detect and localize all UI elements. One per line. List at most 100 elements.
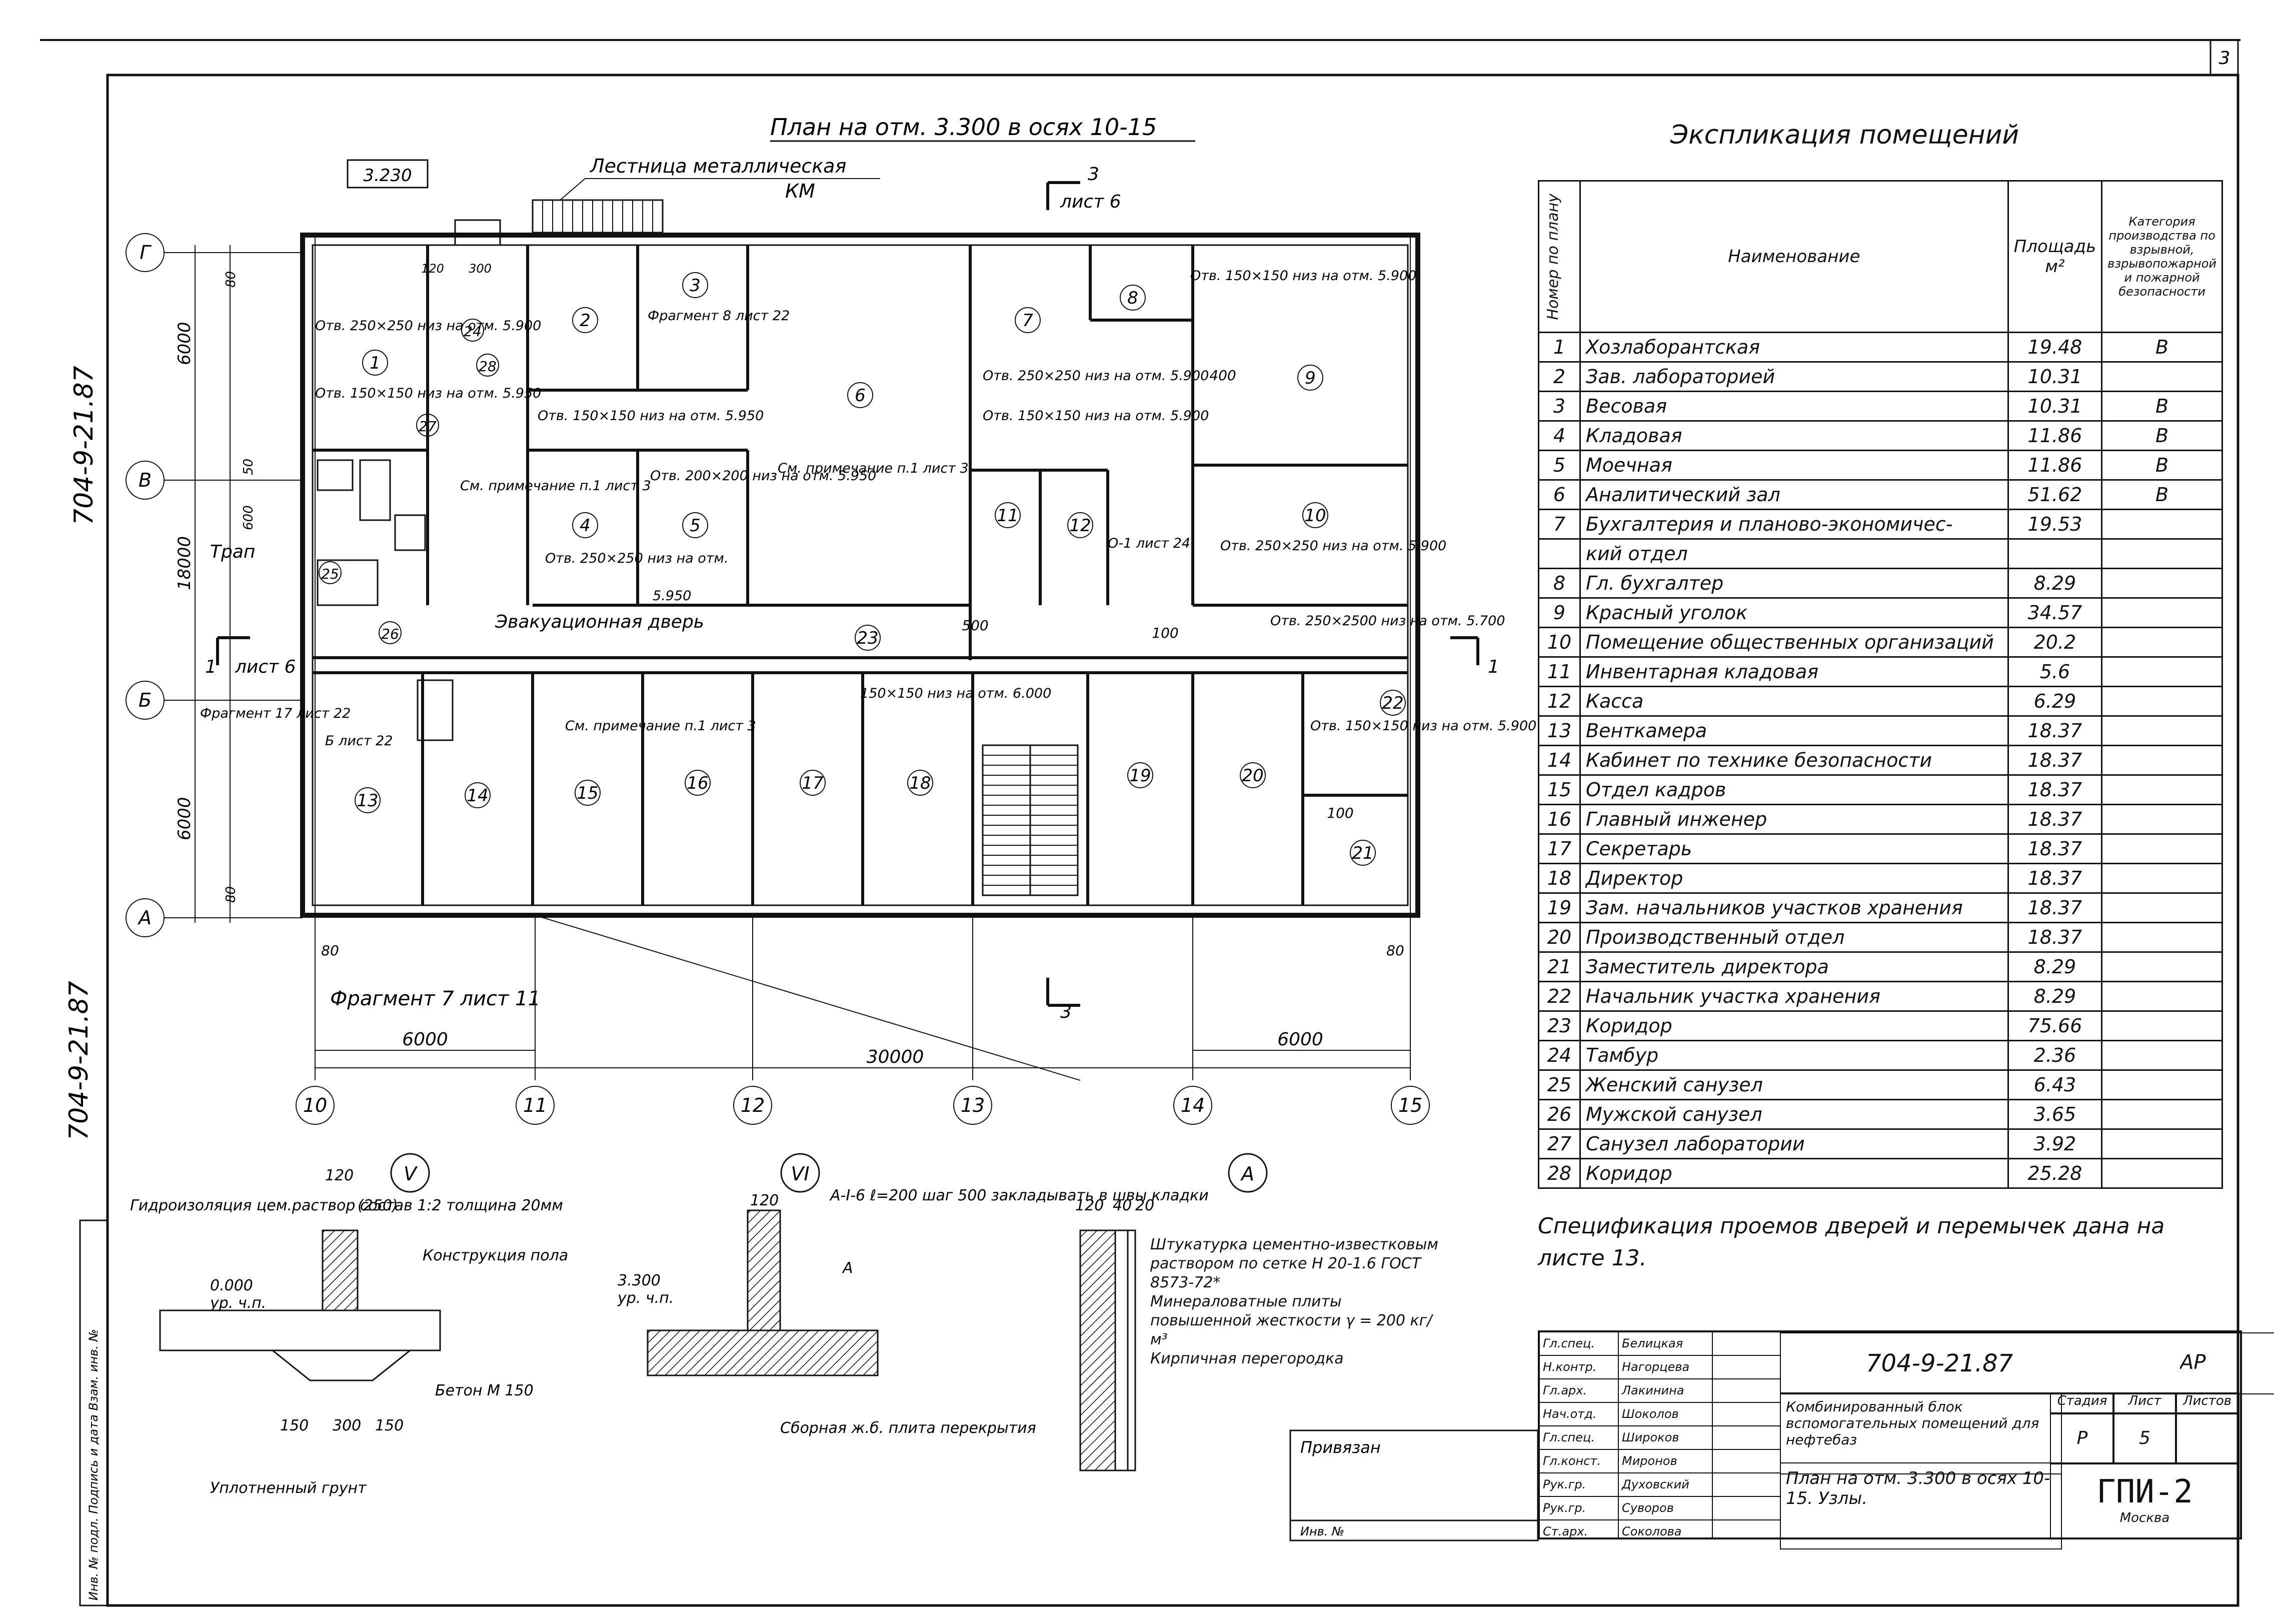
explication-cell-name: Отдел кадров [1579,774,2009,805]
explication-cell-area: 25.28 [2007,1158,2103,1189]
explication-cell-cat: В [2101,450,2223,481]
section-mark: 1 [1488,657,1499,677]
svg-text:50: 50 [241,459,256,475]
signature-row: Рук.гр.Духовский [1540,1473,1780,1497]
signature-role: Ст.арх. [1540,1520,1619,1537]
explication-cell-area: 8.29 [2007,951,2103,982]
explication-cell-n: 5 [1538,450,1581,481]
explication-cell-n: 2 [1538,361,1581,392]
detail-a: А 120 40 20 Штукатурка цементно-известко… [1075,1153,1439,1471]
plan-note: Отв. 150×150 низ на отм. 5.900 [983,408,1209,424]
room-number: 14 [467,786,488,806]
org-stamp: ГПИ-2 Москва [2050,1462,2239,1539]
explication-cell-name: Красный уголок [1579,597,2009,628]
explication-cell-name: Моечная [1579,450,2009,481]
explication-cell-n: 3 [1538,391,1581,422]
svg-text:120: 120 [750,1192,779,1209]
signature-name: Суворов [1619,1497,1713,1519]
signature-row: Гл.спец.Широков [1540,1426,1780,1450]
explication-cell-n: 22 [1538,981,1581,1012]
explication-cell-cat [2101,892,2223,923]
explication-cell-n: 26 [1538,1099,1581,1130]
room-number: 10 [1304,506,1326,526]
plan-note: Отв. 250×250 низ на отм. [545,551,728,566]
signature-name: Миронов [1619,1450,1713,1472]
explication-cell-n: 28 [1538,1158,1581,1189]
detail-a-title: А [1240,1163,1254,1185]
section-mark: 1 [205,657,217,677]
axis-label: 15 [1398,1094,1422,1116]
privyazan: Привязан [1300,1438,1381,1457]
dim-right-bay: 6000 [1277,1029,1323,1050]
signature-role: Нач.отд. [1540,1403,1619,1425]
svg-text:ур. ч.п.: ур. ч.п. [210,1294,266,1312]
svg-text:Конструкция пола: Конструкция пола [423,1247,568,1264]
explication-cell-cat: В [2101,391,2223,422]
axis-label: 13 [961,1094,985,1116]
room-number: 5 [690,516,701,536]
explication-cell-n: 18 [1538,863,1581,894]
signature-role: Гл.спец. [1540,1332,1619,1355]
signature-name: Соколова [1619,1520,1713,1537]
explication-cell-cat [2101,863,2223,894]
explication-table: Номер по плану Наименование Площадь м² К… [1538,180,2223,1189]
signature-row: Гл.спец.Белицкая [1540,1332,1780,1356]
explication-cell-name: Касса [1579,686,2009,717]
explication-cell-area: 10.31 [2007,361,2103,392]
explication-cell-name: Аналитический зал [1579,479,2009,510]
detail-v: V Гидроизоляция цем.раствор состав 1:2 т… [130,1153,568,1497]
explication-cell-area: 51.62 [2007,479,2103,510]
explication-cell-cat [2101,981,2223,1012]
plan-note: Отв. 150×150 низ на отм. 5.950 [538,408,764,424]
plan-note: Фрагмент 7 лист 11 [330,987,541,1010]
explication-cell-cat [2101,804,2223,835]
explication-cell-area: 18.37 [2007,774,2103,805]
explication-cell-n: 10 [1538,627,1581,658]
svg-text:600: 600 [241,505,256,530]
detail-a-text: Кирпичная перегородка [1150,1350,1344,1367]
detail-a-text: Штукатурка цементно-известковым растворо… [1150,1236,1439,1291]
explication-cell-cat [2101,1010,2223,1041]
explication-cell-n: 24 [1538,1040,1581,1071]
explication-cell-n: 21 [1538,951,1581,982]
explication-cell-name: Хозлаборантская [1579,332,2009,363]
explication-cell-area: 19.48 [2007,332,2103,363]
plan-note: См. примечание п.1 лист 3 [778,461,969,476]
explication-cell-cat [2101,1040,2223,1071]
explication-cell-name: Кабинет по технике безопасности [1579,745,2009,776]
room-number: 25 [321,566,339,582]
sheets-value [2175,1412,2239,1464]
room-number: 24 [464,323,482,340]
signature-row: Н.контр.Нагорцева [1540,1356,1780,1379]
plan-note: См. примечание п.1 лист 3 [565,718,756,734]
explication-cell-name: Инвентарная кладовая [1579,656,2009,687]
sheet-frame [106,74,2239,1607]
page-number: 3 [2219,48,2230,69]
svg-text:ур. ч.п.: ур. ч.п. [617,1289,674,1307]
explication-cell-area: 75.66 [2007,1010,2103,1041]
signature-name: Широков [1619,1426,1713,1449]
explication-cell-area: 8.29 [2007,981,2103,1012]
explication-cell-name: Санузел лаборатории [1579,1128,2009,1159]
explication-cell-cat [2101,509,2223,540]
axis-labels-horizontal: 10 11 12 13 14 15 [303,1094,1422,1116]
room-number: 15 [577,783,598,803]
room-number: 21 [1352,843,1373,863]
explication-cell-name: Коридор [1579,1010,2009,1041]
sheets-header: Листов [2175,1392,2239,1414]
room-number: 28 [479,358,497,375]
explication-header: Категория производства по взрывной, взры… [2101,180,2223,333]
plan-note: Отв. 250×250 низ на отм. 5.900 [1220,538,1446,554]
svg-text:100: 100 [1327,805,1353,821]
axis-labels-vertical: Г В Б А [137,242,152,929]
explication-cell-area: 18.37 [2007,892,2103,923]
org-name: ГПИ-2 [2096,1473,2193,1510]
explication-header: Наименование [1579,180,2009,333]
